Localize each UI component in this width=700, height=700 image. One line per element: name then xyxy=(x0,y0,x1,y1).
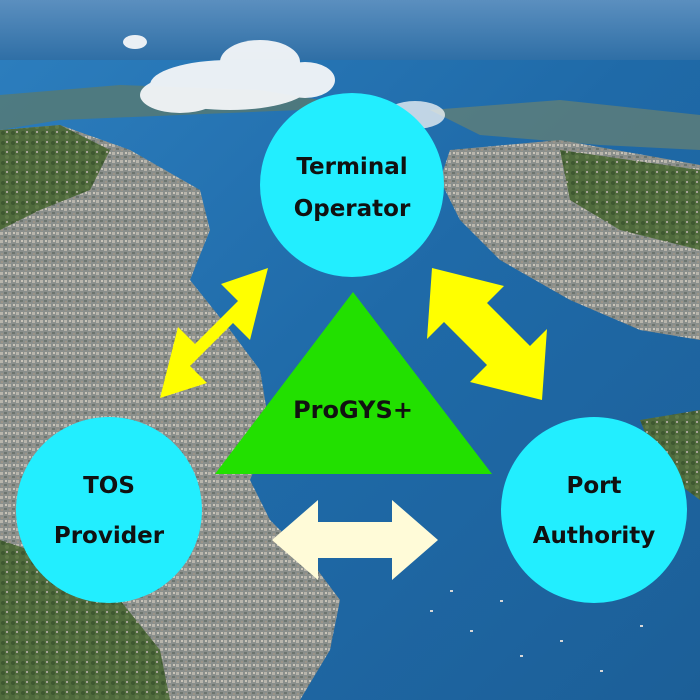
node-port-authority: Port Authority xyxy=(501,417,687,603)
arrow-terminal-tos xyxy=(160,268,268,398)
port-authority-label-line1: Port xyxy=(567,473,622,499)
tos-provider-label-line1: TOS xyxy=(83,473,135,499)
tos-provider-label-line2: Provider xyxy=(54,523,165,549)
arrow-tos-port xyxy=(272,500,438,580)
node-terminal-operator: Terminal Operator xyxy=(260,93,444,277)
terminal-operator-label-line1: Terminal xyxy=(296,154,407,180)
port-authority-label-line2: Authority xyxy=(533,523,656,549)
node-tos-provider: TOS Provider xyxy=(16,417,202,603)
progys-triangle: ProGYS+ xyxy=(215,292,492,474)
center-label: ProGYS+ xyxy=(293,396,413,424)
arrow-terminal-port xyxy=(427,268,547,400)
terminal-operator-label-line2: Operator xyxy=(294,196,411,222)
cloud xyxy=(123,35,445,129)
